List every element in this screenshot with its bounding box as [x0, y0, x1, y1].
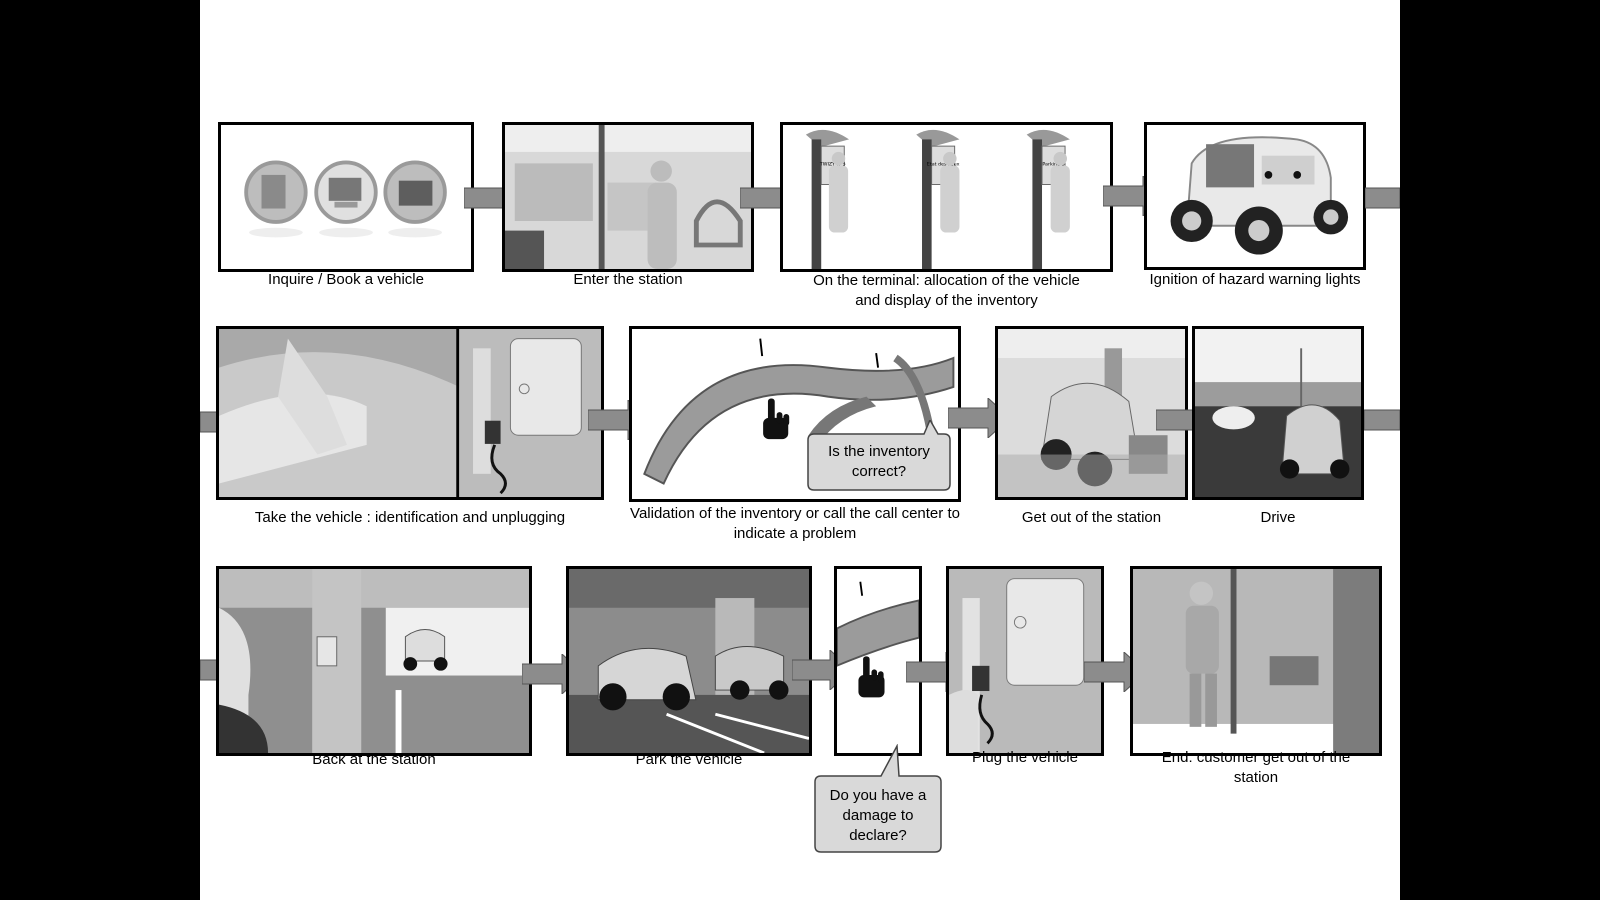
- caption-end-line1: End: customer get out of the: [1161, 749, 1351, 766]
- flow-arrow: [1365, 187, 1400, 209]
- ceiling-touch-illustration: [643, 338, 955, 485]
- hand-pointer-icon: [858, 656, 885, 698]
- caption-getout: Get out of the station: [1021, 509, 1162, 526]
- caption-enter: Enter the station: [573, 271, 683, 288]
- bubble-text-line2: correct?: [851, 463, 907, 480]
- enter-station-illustration: [505, 125, 751, 269]
- back-station-illustration: [219, 569, 529, 753]
- take-vehicle-illustration: [219, 329, 601, 497]
- bubble-text-line2: damage to: [842, 807, 914, 824]
- caption-drive: Drive: [1260, 509, 1296, 526]
- frame-back: [216, 566, 532, 756]
- drive-illustration: [1195, 329, 1361, 497]
- inquire-illustration: [244, 160, 447, 238]
- caption-end-line2: station: [1233, 769, 1279, 786]
- frame-damage-check: [834, 566, 922, 756]
- caption-plug: Plug the vehicle: [972, 749, 1078, 766]
- caption-inquire: Inquire / Book a vehicle: [268, 271, 424, 288]
- speech-bubble-damage: Do you have a damage to declare?: [813, 744, 943, 854]
- caption-back: Back at the station: [312, 751, 436, 768]
- bubble-text-line1: Is the inventory: [828, 443, 930, 460]
- caption-validation-line1: Validation of the inventory or call the …: [630, 505, 960, 522]
- frame-inquire: [218, 122, 474, 272]
- frame-ignition: [1144, 122, 1366, 270]
- frame-drive: [1192, 326, 1364, 500]
- terminal-illustration: TWIZY N°5 Etat des lieux Parking 3: [805, 129, 1070, 269]
- ceiling-touch-illustration: [837, 581, 919, 698]
- get-out-illustration: [998, 329, 1185, 497]
- park-vehicle-illustration: [569, 569, 809, 753]
- plug-vehicle-illustration: [949, 569, 1101, 753]
- hand-pointer-icon: [763, 398, 790, 440]
- end-station-illustration: [1133, 569, 1379, 753]
- frame-terminal: TWIZY N°5 Etat des lieux Parking 3: [780, 122, 1113, 272]
- frame-plug: [946, 566, 1104, 756]
- terminal-screen-text: TWIZY N°5: [819, 161, 846, 167]
- caption-ignition: Ignition of hazard warning lights: [1149, 271, 1361, 288]
- frame-park: [566, 566, 812, 756]
- frame-take: [216, 326, 604, 500]
- bubble-text-line1: Do you have a: [829, 787, 927, 804]
- caption-park: Park the vehicle: [635, 751, 743, 768]
- caption-validation-line2: indicate a problem: [733, 525, 857, 542]
- speech-bubble-inventory: Is the inventory correct?: [806, 420, 952, 492]
- frame-enter: [502, 122, 754, 272]
- storyboard-slide: Inquire / Book a vehicle Enter the stati…: [200, 0, 1400, 900]
- frame-end: [1130, 566, 1382, 756]
- bubble-text-line3: declare?: [849, 827, 907, 844]
- flow-arrow: [1364, 409, 1400, 431]
- terminal-screen-text: Parking 3: [1042, 161, 1064, 167]
- caption-terminal-line1: On the terminal: allocation of the vehic…: [813, 272, 1080, 289]
- caption-terminal-line2: and display of the inventory: [855, 292, 1038, 309]
- twizy-car-illustration: [1170, 136, 1349, 255]
- terminal-screen-text: Etat des lieux: [927, 161, 960, 167]
- caption-take: Take the vehicle : identification and un…: [254, 509, 566, 526]
